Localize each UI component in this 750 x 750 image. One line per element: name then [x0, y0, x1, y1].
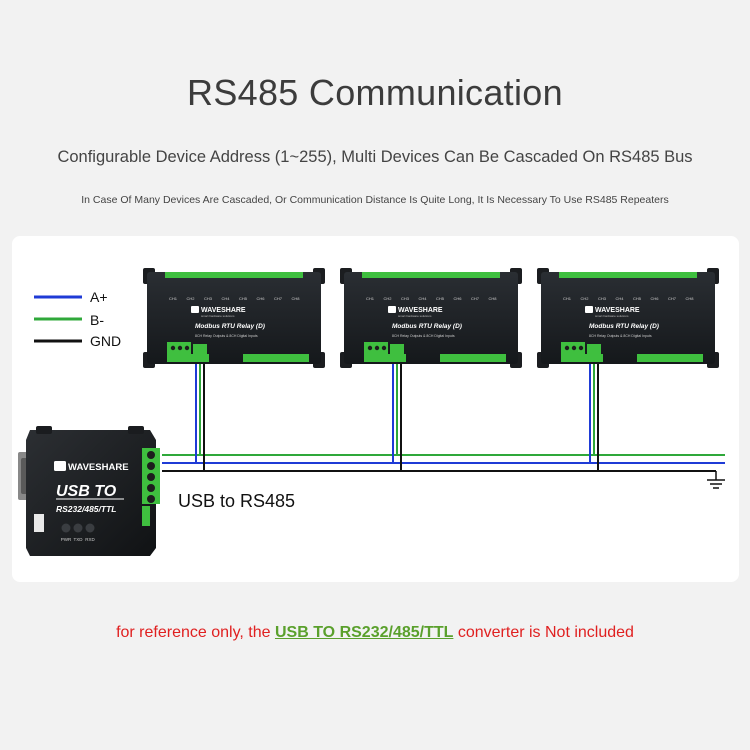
channel-label: CH5 [239, 296, 248, 301]
module-model: Modbus RTU Relay (D) [589, 323, 659, 330]
relay-module-body [344, 272, 518, 364]
channel-label: CH6 [650, 296, 659, 301]
module-model: Modbus RTU Relay (D) [195, 323, 265, 330]
module-brand: WAVESHARE [398, 307, 443, 314]
channel-label: CH8 [488, 296, 497, 301]
channel-label: CH4 [615, 296, 624, 301]
footer-suffix: converter is Not included [453, 624, 634, 641]
channel-label: CH3 [598, 296, 607, 301]
channel-label: CH8 [291, 296, 300, 301]
module-brand-sub: smart hardware solutions [201, 314, 235, 318]
channel-label: CH5 [436, 296, 445, 301]
converter-label-sub: RS232/485/TTL [56, 504, 116, 514]
rs485-diagram: A+ B- GND CH1 CH2 CH3 CH4 CH5 CH6 CH7 CH8WAVESH… [18, 268, 725, 556]
module-description: 8CH Relay Outputs & 8CH Digital Inputs [589, 334, 652, 338]
txd-led [73, 523, 83, 533]
relay-module-body [147, 272, 321, 364]
channel-label: CH7 [274, 296, 283, 301]
module-brand-sub: smart hardware solutions [398, 314, 432, 318]
page-subtitle: Configurable Device Address (1~255), Mul… [57, 148, 693, 166]
page-title: RS485 Communication [187, 72, 563, 113]
txd-led-label: TXD [74, 537, 84, 542]
waveshare-logo: WAVESHARE [54, 461, 129, 473]
channel-label: CH4 [221, 296, 230, 301]
channel-label: CH8 [685, 296, 694, 301]
channel-label: CH1 [366, 296, 375, 301]
module-model: Modbus RTU Relay (D) [392, 323, 462, 330]
usb-converter: WAVESHARE USB TO RS232/485/TTL PWR TXD R… [18, 426, 160, 556]
module-brand: WAVESHARE [595, 307, 640, 314]
channel-label: CH3 [204, 296, 213, 301]
legend-label-b: B- [90, 312, 104, 328]
input-terminal [637, 354, 703, 362]
legend-label-a: A+ [90, 289, 108, 305]
waveshare-logo-icon [585, 306, 593, 313]
wire-legend: A+ B- GND [34, 289, 121, 349]
converter-caption: USB to RS485 [178, 491, 295, 511]
relay-module-body [541, 272, 715, 364]
rxd-led [85, 523, 95, 533]
channel-label: CH3 [401, 296, 410, 301]
channel-label: CH6 [256, 296, 265, 301]
pwr-led-label: PWR [61, 537, 72, 542]
module-description: 8CH Relay Outputs & 8CH Digital Inputs [195, 334, 258, 338]
channel-label: CH2 [580, 296, 589, 301]
channel-label: CH1 [563, 296, 572, 301]
footer-disclaimer: for reference only, the USB TO RS232/485… [0, 624, 750, 642]
converter-leds: PWR TXD RXD [61, 523, 95, 542]
legend-label-gnd: GND [90, 333, 121, 349]
converter-label-main: USB TO [56, 483, 117, 500]
converter-terminal-screws [147, 451, 155, 503]
channel-label: CH7 [471, 296, 480, 301]
rs485-bus [162, 454, 725, 489]
channel-label: CH1 [169, 296, 178, 301]
input-terminal [243, 354, 309, 362]
rxd-led-label: RXD [85, 537, 95, 542]
ground-icon [707, 479, 725, 489]
channel-label: CH2 [383, 296, 392, 301]
waveshare-logo-icon [388, 306, 396, 313]
module-drop-wires [195, 362, 599, 471]
converter-brand: WAVESHARE [68, 462, 129, 473]
module-description: 8CH Relay Outputs & 8CH Digital Inputs [392, 334, 455, 338]
repeater-note: In Case Of Many Devices Are Cascaded, Or… [81, 194, 669, 206]
module-brand-sub: smart hardware solutions [595, 314, 629, 318]
waveshare-logo-icon [191, 306, 199, 313]
channel-label: CH7 [668, 296, 677, 301]
channel-label: CH2 [186, 296, 195, 301]
footer-prefix: for reference only, the [116, 624, 275, 641]
channel-label: CH5 [633, 296, 642, 301]
pwr-led [61, 523, 71, 533]
channel-label: CH4 [418, 296, 427, 301]
module-brand: WAVESHARE [201, 307, 246, 314]
input-terminal [440, 354, 506, 362]
converter-link[interactable]: USB TO RS232/485/TTL [274, 624, 454, 641]
channel-label: CH6 [453, 296, 462, 301]
